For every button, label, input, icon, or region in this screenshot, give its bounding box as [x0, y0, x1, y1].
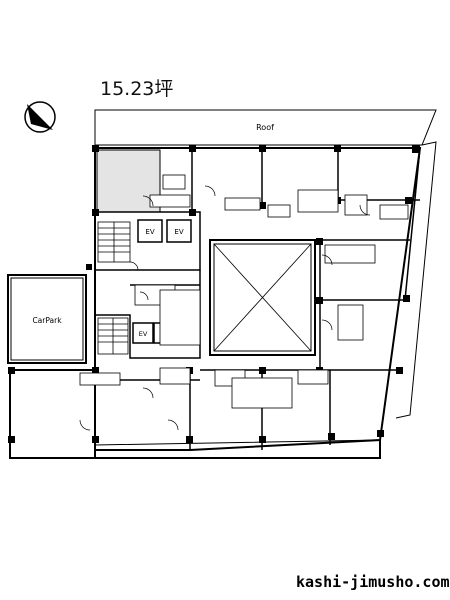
north-arrow-icon — [24, 101, 56, 133]
elevator-label: EV — [174, 228, 183, 236]
site-watermark: kashi-jimusho.com — [296, 573, 450, 591]
elevator-upper-left: EV — [137, 219, 163, 243]
stairs-upper — [97, 221, 131, 263]
carpark-label: CarPark — [32, 316, 62, 325]
right-outer-wall — [395, 141, 437, 419]
service-rooms — [79, 174, 409, 409]
lower-band — [94, 439, 381, 459]
roof-area: Roof — [94, 109, 437, 146]
stairs-lower — [97, 317, 129, 355]
area-title: 15.23坪 — [100, 78, 174, 100]
atrium-void — [209, 239, 316, 356]
carpark: CarPark — [7, 274, 87, 364]
elevator-label: EV — [139, 330, 148, 338]
elevator-upper-right: EV — [166, 219, 192, 243]
elevator-lower-left: EV — [132, 322, 154, 344]
elevator-label: EV — [145, 228, 154, 236]
roof-label: Roof — [256, 123, 274, 132]
door-swings — [79, 185, 371, 431]
